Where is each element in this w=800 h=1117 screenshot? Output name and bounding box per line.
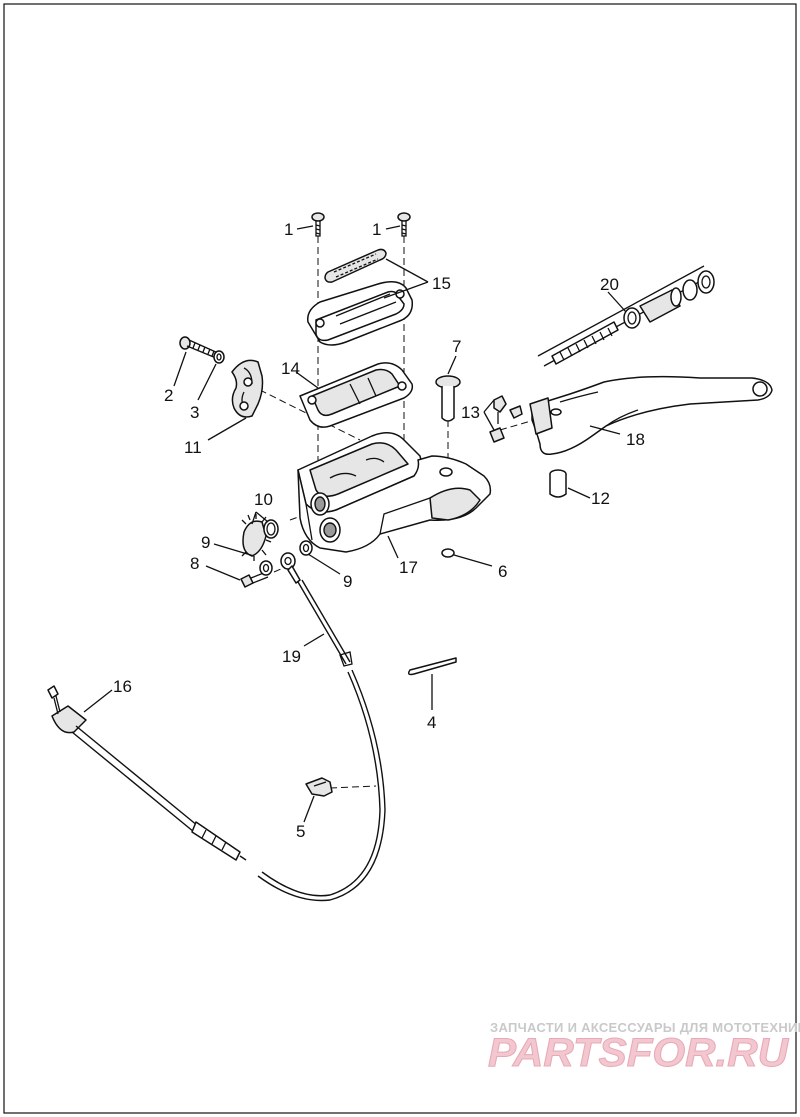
callout-5: 5: [296, 822, 305, 841]
callout-2: 2: [164, 386, 173, 405]
callout-18: 18: [626, 430, 645, 449]
handlebar-clamp: [231, 359, 264, 418]
switch-contact: [489, 395, 523, 443]
callout-11: 11: [184, 438, 202, 457]
brake-lever: [529, 375, 773, 456]
brake-line: [257, 579, 386, 902]
callout-14: 14: [281, 359, 300, 378]
watermark-caption: ЗАПЧАСТИ И АКСЕССУАРЫ ДЛЯ МОТОТЕХНИКИ: [490, 1020, 800, 1035]
leader-lines: [83, 225, 627, 823]
line-clip: [305, 777, 333, 797]
switch-o-ring: [263, 519, 279, 539]
callout-19: 19: [282, 647, 301, 666]
callout-9-left: 9: [201, 533, 210, 552]
screw-1-right: [397, 212, 411, 237]
callout-3: 3: [190, 403, 199, 422]
brake-line-lower: [47, 685, 247, 861]
callout-8: 8: [190, 554, 199, 573]
callout-labels: 1 1 2 3 4 5 6 7 8 9 9 10 11 12 13 14 15 …: [113, 220, 645, 841]
callout-1-right: 1: [372, 220, 381, 239]
washer-9-left: [259, 560, 273, 576]
callout-15: 15: [432, 274, 451, 293]
master-cylinder-body: [297, 432, 492, 553]
lever-bushing: [549, 469, 567, 498]
washer-9-right: [299, 540, 313, 556]
piston-kit: [537, 265, 715, 367]
clamp-screw: [179, 336, 219, 359]
callout-12: 12: [591, 489, 610, 508]
diagram-border: [3, 3, 797, 1114]
reservoir-cover-plate: [324, 248, 387, 283]
watermark-logo: PARTSFOR.RU: [488, 1031, 789, 1075]
cotter-pin: [407, 657, 457, 676]
watermark: ЗАПЧАСТИ И АКСЕССУАРЫ ДЛЯ МОТОТЕХНИКИ PA…: [488, 1020, 800, 1076]
brake-line-fitting: [280, 552, 301, 584]
callout-9-right: 9: [343, 572, 352, 591]
callout-1-left: 1: [284, 220, 293, 239]
retaining-ring: [441, 548, 455, 558]
callout-20: 20: [600, 275, 619, 294]
screw-1-left: [311, 212, 325, 237]
clamp-washer: [213, 350, 225, 364]
callout-16: 16: [113, 677, 132, 696]
callout-6: 6: [498, 562, 507, 581]
callout-4: 4: [427, 713, 436, 732]
assembly-lines: [249, 236, 549, 789]
callout-17: 17: [399, 558, 418, 577]
banjo-bolt: [240, 571, 269, 588]
reservoir-cover: [307, 281, 414, 346]
pivot-pin: [435, 375, 461, 422]
reservoir-gasket: [299, 362, 414, 428]
callout-10: 10: [254, 490, 273, 509]
callout-7: 7: [452, 337, 461, 356]
callout-13: 13: [461, 403, 480, 422]
